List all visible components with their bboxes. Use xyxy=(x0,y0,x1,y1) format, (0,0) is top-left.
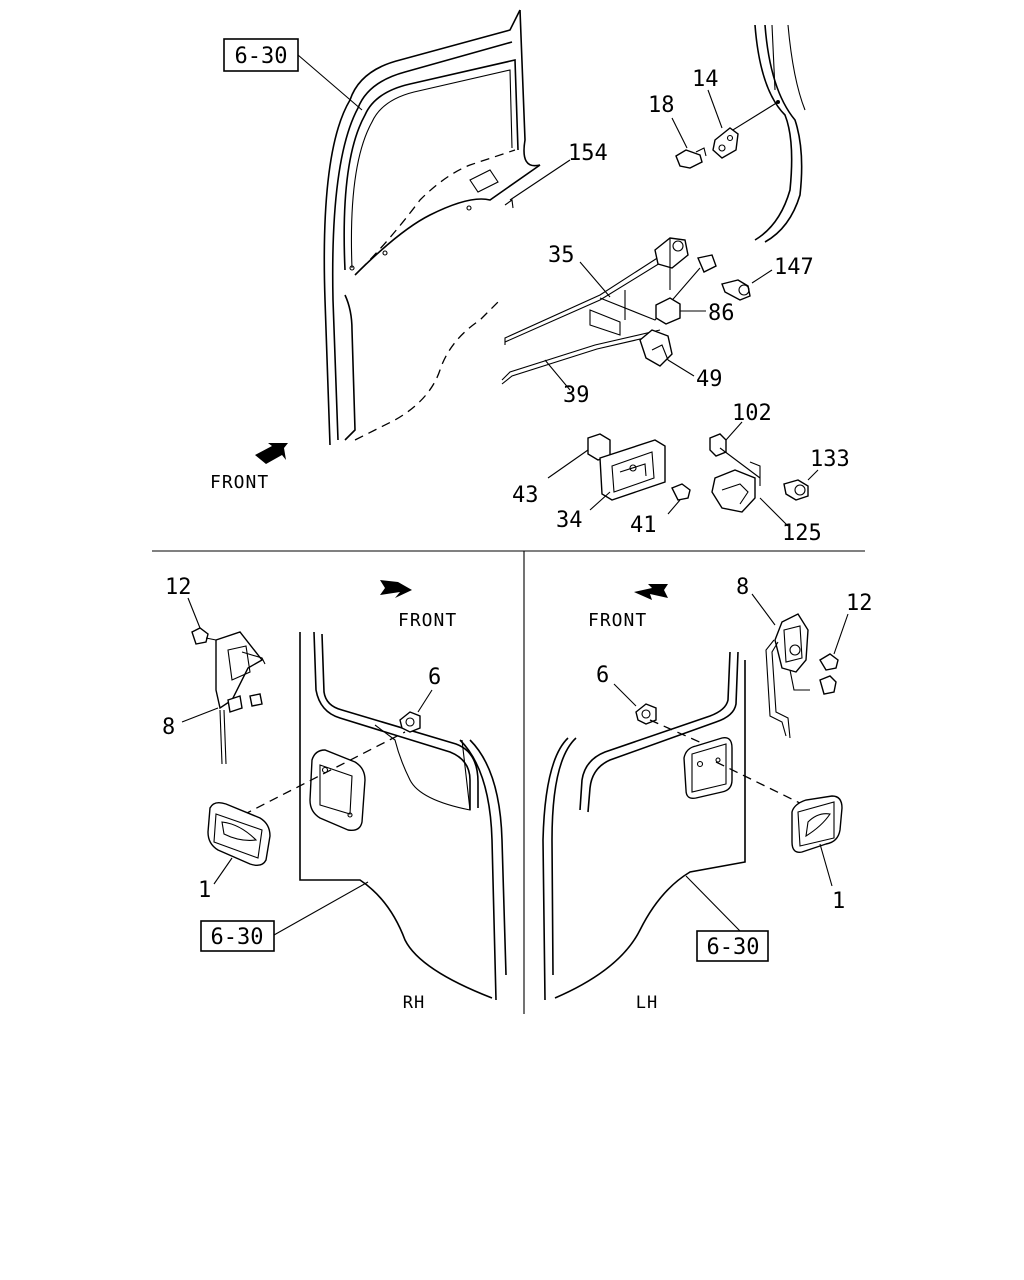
door-frame-pillar xyxy=(727,24,806,243)
lh-latch-part-8: 8 xyxy=(736,575,837,739)
callout-154: 154 xyxy=(568,141,608,166)
side-label-rh: RH xyxy=(403,993,425,1013)
callout-35: 35 xyxy=(548,243,575,268)
ref-box-rh: 6-30 xyxy=(200,881,369,952)
callout-41: 41 xyxy=(630,513,657,538)
rh-door-panel xyxy=(299,631,507,1001)
lh-callout-6: 6 xyxy=(596,663,609,688)
lock-rod-part-39: 39 xyxy=(501,309,663,408)
rh-latch-part-8: 8 xyxy=(162,631,266,765)
bolt-part-133: 133 xyxy=(783,447,850,501)
lh-door-panel xyxy=(542,651,746,1001)
nut-part-102: 102 xyxy=(709,401,772,457)
rh-callout-8: 8 xyxy=(162,715,175,740)
rh-callout-1: 1 xyxy=(198,878,211,903)
callout-147: 147 xyxy=(774,255,814,280)
bolt-part-147: 147 xyxy=(721,255,814,301)
ref-label-rh: 6-30 xyxy=(211,925,264,950)
lock-bracket xyxy=(624,237,717,320)
lh-assembly-guide xyxy=(649,719,811,809)
front-label-lh: FRONT xyxy=(588,610,647,631)
front-label-rh: FRONT xyxy=(398,610,457,631)
rh-nut-part-6: 6 xyxy=(399,665,441,733)
front-arrow-lh: FRONT xyxy=(588,584,668,631)
rh-callout-6: 6 xyxy=(428,665,441,690)
bolt-part-18: 18 xyxy=(648,93,707,169)
ref-box-top: 6-30 xyxy=(223,38,363,111)
door-panel-outline xyxy=(323,9,541,446)
plug-part-43: 43 xyxy=(512,433,611,508)
ref-box-lh: 6-30 xyxy=(685,875,769,962)
front-label-top: FRONT xyxy=(210,472,269,493)
callout-18: 18 xyxy=(648,93,675,118)
front-arrow-rh: FRONT xyxy=(380,580,457,631)
lh-callout-1: 1 xyxy=(832,889,845,914)
callout-102: 102 xyxy=(732,401,772,426)
callout-133: 133 xyxy=(810,447,850,472)
callout-34: 34 xyxy=(556,508,583,533)
callout-49: 49 xyxy=(696,367,723,392)
callout-39: 39 xyxy=(563,383,590,408)
lh-nut-part-6: 6 xyxy=(596,663,657,725)
screw-part-41: 41 xyxy=(630,483,691,538)
side-label-lh: LH xyxy=(636,993,658,1013)
inner-handle-part-34: 34 xyxy=(556,439,666,533)
lh-screw-part-12: 12 xyxy=(819,591,873,671)
lock-knob-part-49: 49 xyxy=(639,329,723,392)
callout-86: 86 xyxy=(708,301,735,326)
lh-callout-12: 12 xyxy=(846,591,873,616)
callout-43: 43 xyxy=(512,483,539,508)
bracket-part-125: 125 xyxy=(711,447,822,546)
ref-label-lh: 6-30 xyxy=(707,935,760,960)
striker-part-14: 14 xyxy=(692,67,739,159)
front-arrow-top: FRONT xyxy=(210,443,288,493)
callout-14: 14 xyxy=(692,67,719,92)
rh-assembly-guide xyxy=(242,731,406,816)
callout-125: 125 xyxy=(782,521,822,546)
rh-callout-12: 12 xyxy=(165,575,192,600)
lh-escutcheon-part-1: 1 xyxy=(791,795,845,914)
lh-callout-8: 8 xyxy=(736,575,749,600)
rh-escutcheon-part-1: 1 xyxy=(198,801,271,903)
ref-label-top: 6-30 xyxy=(235,44,288,69)
rh-screw-part-12: 12 xyxy=(165,575,217,645)
plug-part-154: 154 xyxy=(509,141,608,201)
clip-part-86: 86 xyxy=(655,297,735,326)
